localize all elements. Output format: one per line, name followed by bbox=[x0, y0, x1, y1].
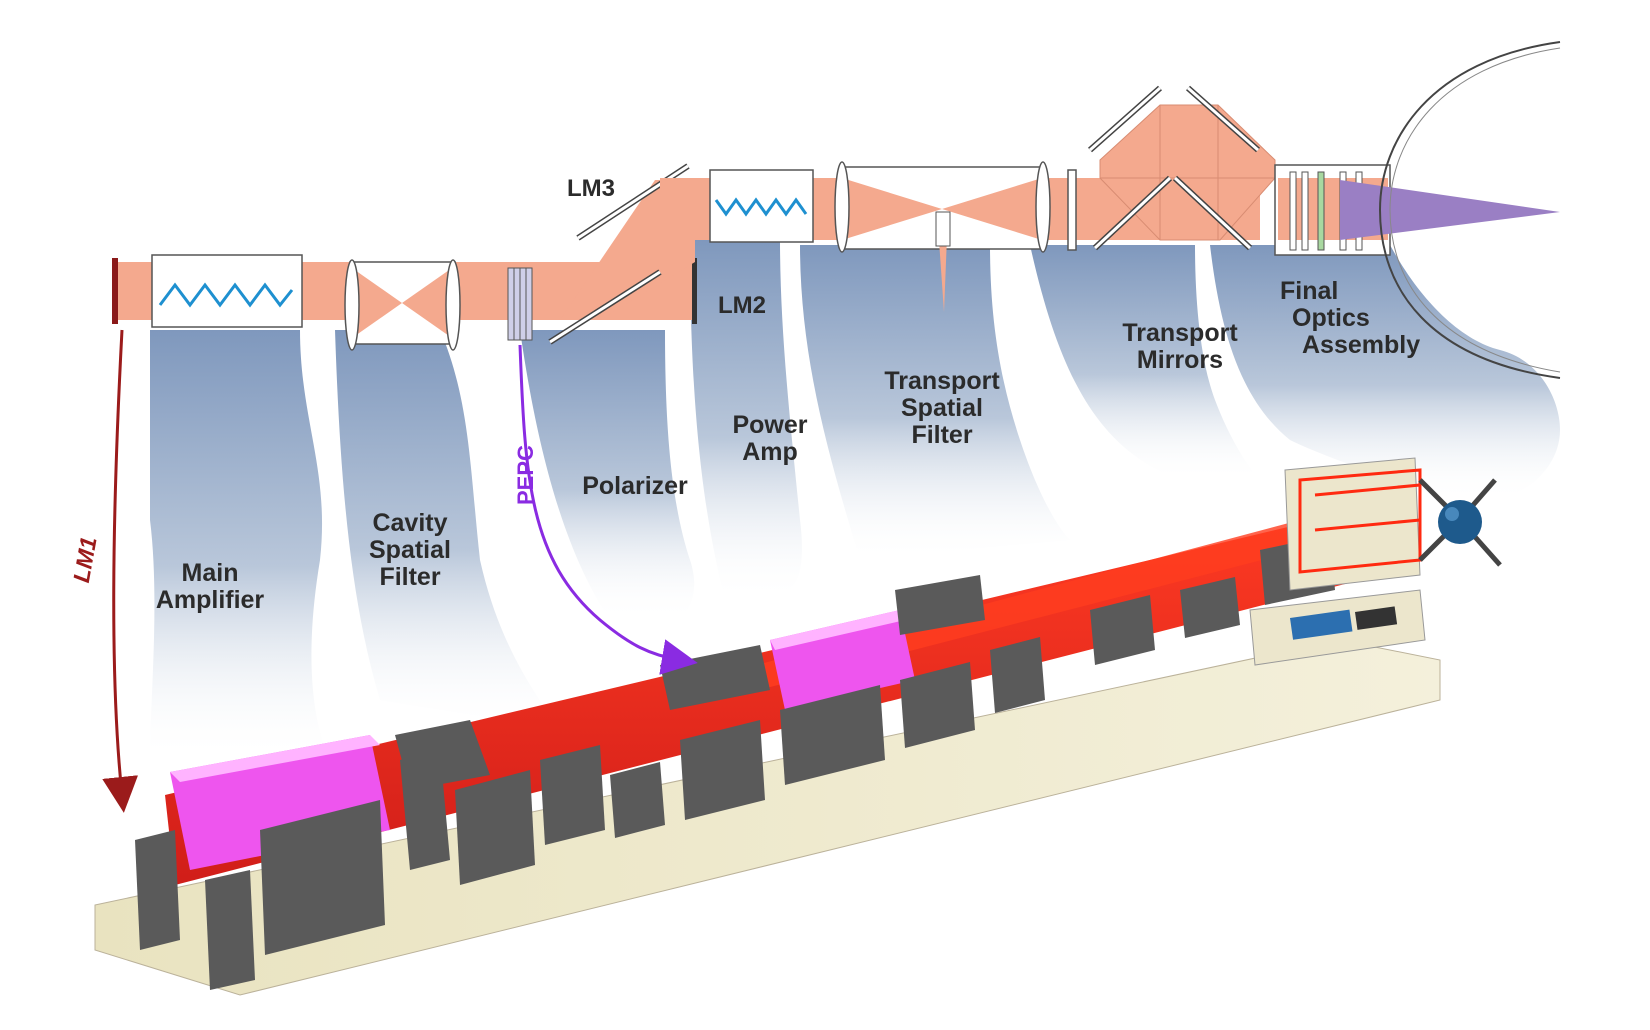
main-amplifier-zigzag bbox=[158, 282, 294, 308]
label-pepc: PEPC bbox=[513, 445, 538, 505]
transport-lens-right bbox=[1035, 161, 1051, 253]
target-sphere bbox=[1438, 500, 1482, 544]
lm1-arrow bbox=[102, 329, 139, 813]
support-frames bbox=[135, 535, 1335, 990]
label-transport-mirrors: Transport Mirrors bbox=[1110, 320, 1250, 374]
band-cavity-filter bbox=[335, 330, 560, 730]
label-power-amp-line2: Amp bbox=[742, 438, 798, 466]
facility-model bbox=[94, 457, 1502, 996]
label-transport-spatial-filter: Transport Spatial Filter bbox=[872, 368, 1012, 449]
label-tm-line1: Transport bbox=[1122, 319, 1238, 347]
label-cavity-line1: Cavity bbox=[372, 509, 448, 537]
label-power-amp: Power Amp bbox=[720, 412, 820, 466]
callout-bands bbox=[150, 240, 1560, 760]
label-cavity-line3: Filter bbox=[379, 563, 441, 591]
target-chamber-arc bbox=[1378, 41, 1561, 379]
band-main-amplifier bbox=[150, 330, 330, 760]
band-transport-filter bbox=[800, 245, 1070, 560]
label-foa-line2: Optics bbox=[1292, 304, 1370, 332]
transport-filter-cone bbox=[842, 178, 1042, 240]
band-transport-mirrors bbox=[1030, 245, 1260, 480]
label-lm2: LM2 bbox=[718, 292, 766, 319]
label-cavity-spatial-filter: Cavity Spatial Filter bbox=[355, 510, 465, 591]
power-amp-zigzag bbox=[714, 197, 808, 217]
cavity-lens-left bbox=[344, 259, 360, 351]
schematic-beamline bbox=[112, 41, 1561, 379]
label-tsf-line2: Spatial bbox=[901, 394, 983, 422]
label-tsf-line1: Transport bbox=[884, 367, 1000, 395]
control-room-consoles bbox=[1290, 609, 1353, 640]
pepc-arrow bbox=[518, 344, 698, 675]
target-chamber-model bbox=[1418, 478, 1502, 567]
band-final-optics bbox=[1210, 245, 1560, 500]
label-tm-line2: Mirrors bbox=[1136, 346, 1224, 374]
label-main-amplifier-line1: Main bbox=[181, 559, 239, 587]
label-foa-line1: Final bbox=[1280, 277, 1339, 305]
label-main-amplifier-line2: Amplifier bbox=[155, 586, 265, 614]
pinhole bbox=[935, 211, 951, 247]
label-main-amplifier: Main Amplifier bbox=[145, 560, 275, 614]
band-polarizer bbox=[520, 330, 695, 620]
label-cavity-line2: Spatial bbox=[369, 536, 451, 564]
label-polarizer: Polarizer bbox=[582, 472, 688, 500]
cavity-filter-cone bbox=[352, 268, 452, 338]
mirror-lm2 bbox=[692, 258, 697, 324]
band-power-amp bbox=[690, 240, 802, 600]
main-amplifier-box bbox=[151, 254, 303, 328]
target-building bbox=[1284, 457, 1421, 591]
label-foa-line3: Assembly bbox=[1302, 331, 1421, 359]
label-final-optics-assembly: Final Optics Assembly bbox=[1280, 278, 1440, 359]
cavity-lens-right bbox=[445, 259, 461, 351]
label-lm3: LM3 bbox=[567, 175, 615, 202]
label-tsf-line3: Filter bbox=[911, 421, 973, 449]
label-power-amp-line1: Power bbox=[732, 411, 808, 439]
transport-lens-left bbox=[834, 161, 850, 253]
final-focus-cone bbox=[1340, 180, 1560, 240]
mirror-lm1 bbox=[112, 258, 118, 324]
